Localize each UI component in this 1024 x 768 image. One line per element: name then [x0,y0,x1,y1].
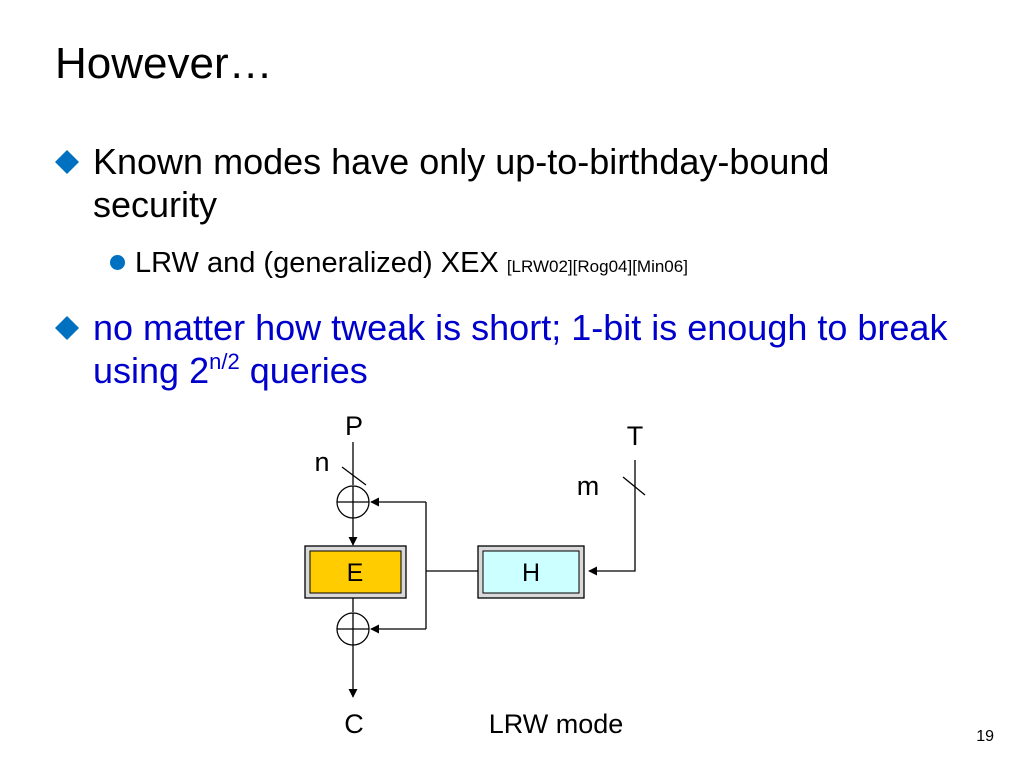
sub-bullet-reference: [LRW02][Rog04][Min06] [506,257,688,276]
label-c: C [344,709,364,739]
bullet-text: no matter how tweak is short; 1-bit is e… [55,306,955,392]
sub-bullet-text: LRW and (generalized) XEX [135,247,507,279]
round-bullet-icon [110,255,125,270]
diagram-caption: LRW mode [489,709,624,739]
label-p: P [345,411,363,441]
label-h: H [522,559,540,587]
bullet-known-modes: Known modes have only up-to-birthday-bou… [55,140,955,226]
exponent: n/2 [209,349,240,374]
bullet-text-tail: queries [239,350,368,391]
label-m: m [577,471,600,501]
diamond-bullet-icon [55,150,79,174]
sub-bullet-lrw-xex: LRW and (generalized) XEX [LRW02][Rog04]… [110,245,688,285]
bullet-tweak-short: no matter how tweak is short; 1-bit is e… [55,306,955,392]
bullet-text: Known modes have only up-to-birthday-bou… [93,141,830,225]
slide-title: However… [55,39,273,88]
label-e: E [347,559,364,587]
page-number: 19 [976,728,994,745]
label-t: T [627,421,644,451]
lrw-mode-diagram: P T n m E H C LRW mode [304,411,646,739]
diamond-bullet-icon [55,316,79,340]
label-n: n [314,447,329,477]
bullet-text-main: no matter how tweak is short; 1-bit is e… [93,307,948,391]
